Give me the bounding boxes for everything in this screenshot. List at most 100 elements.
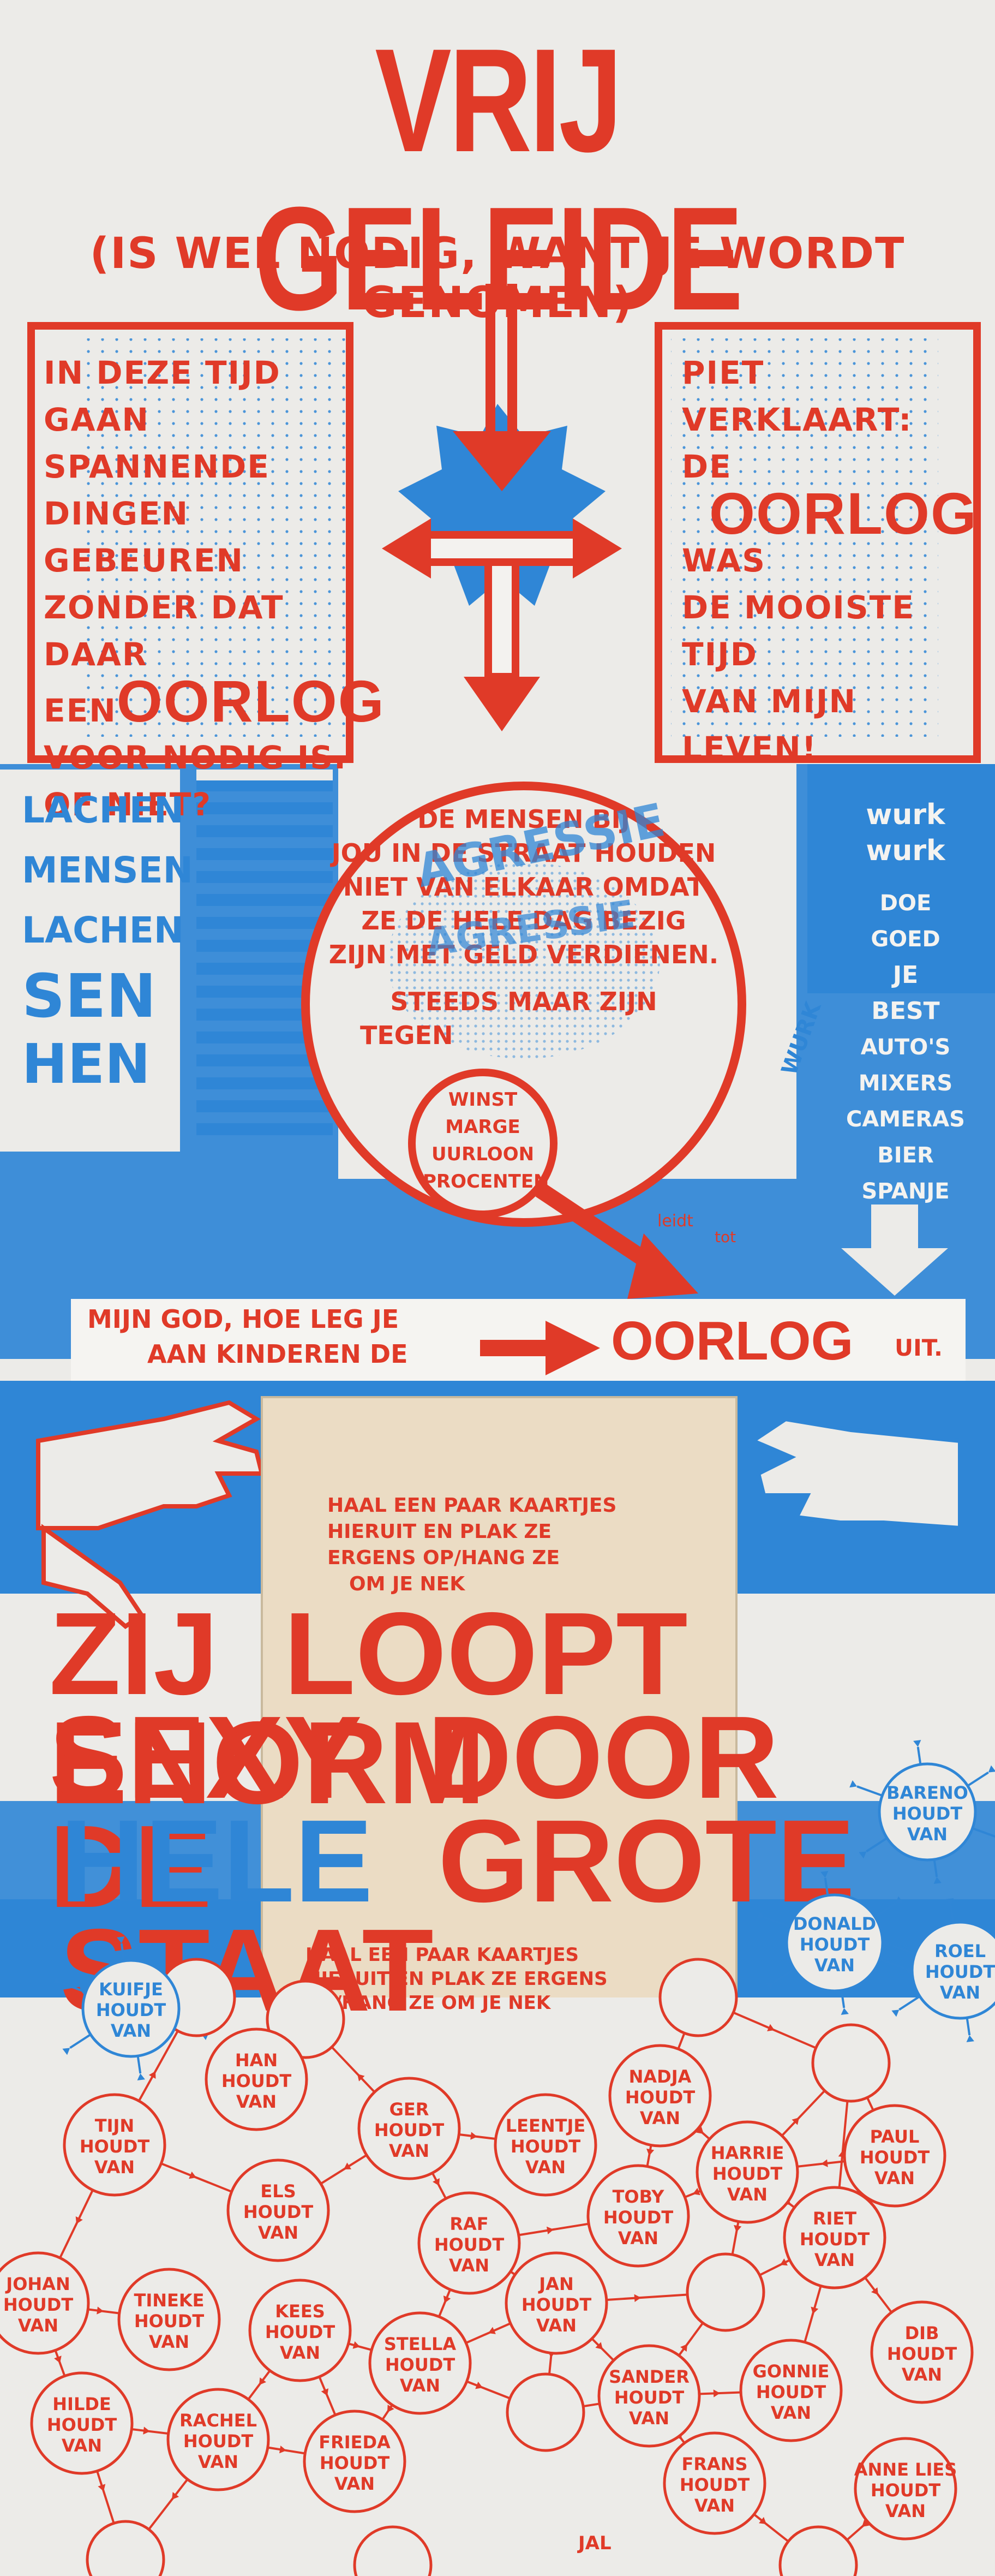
network-arrowhead	[811, 2306, 819, 2314]
left-blue-words: LACHEN MENSEN LACHEN SEN HEN	[22, 780, 193, 1097]
love-node-label: VAN	[111, 2020, 151, 2041]
envelope-top-line: ERGENS OP/HANG ZE	[327, 1547, 560, 1569]
love-node-label: HOUDT	[712, 2163, 783, 2184]
love-node-circle	[30, 2371, 134, 2475]
love-node-label: HOUDT	[80, 2136, 150, 2157]
love-node-circle	[226, 2158, 330, 2262]
love-node-circle	[86, 2520, 165, 2576]
envelope-bottom-line: HAAL EEN PAAR KAARTJES	[305, 1944, 579, 1966]
love-node-label: HOUDT	[265, 2322, 335, 2342]
love-node-label: VAN	[940, 1982, 980, 2003]
love-node-label: PAUL	[870, 2126, 920, 2147]
network-arrowhead	[862, 2519, 870, 2527]
right-word: DOE	[879, 891, 932, 916]
leidt-label: leidt	[657, 1212, 693, 1231]
big-word: DE	[49, 1800, 212, 1932]
network-arrowhead	[172, 2492, 179, 2500]
love-node-label: VAN	[198, 2452, 238, 2472]
envelope-bottom-note: HAAL EEN PAAR KAARTJES HIERUIT EN PLAK Z…	[305, 1943, 608, 2015]
network-arrowhead	[933, 1877, 942, 1884]
love-node-circle	[506, 2372, 585, 2452]
love-node-label: VAN	[629, 2408, 669, 2429]
love-node-circle	[417, 2191, 521, 2295]
left-blue-word: HEN	[22, 1032, 151, 1096]
banner-oorlog: OORLOG	[611, 1310, 854, 1372]
network-arrowhead	[54, 2356, 62, 2363]
poster-title: VRIJ GELEIDE	[254, 19, 743, 341]
network-arrowhead	[344, 2162, 351, 2169]
love-node-circle	[353, 2525, 433, 2576]
love-node	[86, 2520, 165, 2576]
network-arrowhead	[871, 2287, 878, 2295]
network-arrowhead	[646, 2148, 655, 2156]
network-arrowhead	[820, 1871, 829, 1878]
love-node-label: KUIFJE	[99, 1979, 163, 2000]
love-node-label: VAN	[334, 2473, 375, 2494]
love-node-label: HOUDT	[800, 2229, 870, 2250]
network-arrowhead	[821, 2159, 828, 2167]
left-blue-word: LACHEN	[22, 789, 184, 831]
network-arrowhead	[357, 2074, 365, 2082]
love-node-label: ROEL	[934, 1941, 986, 1961]
left-box-een: EEN	[44, 692, 117, 729]
network-arrowhead	[780, 2258, 788, 2266]
love-node-label: HOUDT	[221, 2071, 292, 2091]
love-node-label: HOUDT	[800, 1934, 870, 1955]
love-node-label: VAN	[258, 2222, 298, 2243]
small-circle-line: MARGE	[445, 1116, 520, 1138]
love-node-label: HOUDT	[871, 2480, 941, 2501]
love-node-label: HOUDT	[183, 2431, 254, 2452]
love-node-label: HOUDT	[434, 2234, 505, 2255]
love-node-label: HOUDT	[614, 2387, 685, 2408]
love-node-label: VAN	[62, 2435, 102, 2456]
love-node-label: DIB	[905, 2323, 939, 2344]
left-box-line: ZONDER DAT DAAR	[44, 589, 284, 673]
network-arrowhead	[766, 1982, 774, 1990]
big-word: SEXY	[49, 1691, 362, 1823]
love-node	[658, 1958, 738, 2037]
left-blue-word: LACHEN	[22, 909, 184, 951]
love-node-label: DONALD	[793, 1913, 876, 1934]
circle-line: NIET VAN ELKAAR OMDAT	[343, 872, 705, 902]
right-text-box	[655, 322, 981, 763]
network-arrowhead	[595, 2342, 603, 2350]
love-node-label: HAN	[235, 2050, 278, 2071]
love-node-label: VAN	[640, 2108, 680, 2128]
love-node-label: TINEKE	[134, 2290, 204, 2311]
left-blue-word: MENSEN	[22, 849, 193, 891]
right-box-line: WAS	[682, 542, 766, 579]
left-text-box	[27, 322, 353, 763]
love-node-label: HOUDT	[925, 1961, 995, 1982]
network-arrowhead	[859, 1851, 867, 1859]
love-node-label: HOUDT	[243, 2202, 314, 2222]
left-blue-word: SEN	[22, 961, 157, 1031]
love-node-label: HOUDT	[892, 1803, 963, 1824]
love-node-label: FRANS	[681, 2454, 747, 2474]
love-node-label: VAN	[618, 2228, 658, 2249]
love-node-label: STELLA	[384, 2334, 457, 2354]
circle-line: DE MENSEN BIJ	[417, 804, 630, 834]
love-node-circle	[696, 2120, 799, 2224]
left-box-line: IN DEZE TIJD	[44, 354, 281, 391]
network-arrowhead	[488, 2327, 496, 2334]
love-node-circle	[910, 1921, 995, 2020]
poster-subtitle: (IS WEL NODIG, WANT JE WORDT GENOMEN)	[89, 229, 906, 327]
small-circle-line: WINST	[448, 1089, 518, 1111]
love-node-label: VAN	[694, 2495, 735, 2516]
love-node-label: VAN	[902, 2364, 942, 2385]
love-node	[778, 2525, 858, 2576]
network-arrowhead	[946, 1898, 954, 1905]
love-node-circle	[597, 2344, 701, 2448]
love-node-circle	[205, 2028, 308, 2131]
left-box-line: GAAN SPANNENDE	[44, 401, 270, 485]
network-arrowhead	[352, 2341, 360, 2349]
